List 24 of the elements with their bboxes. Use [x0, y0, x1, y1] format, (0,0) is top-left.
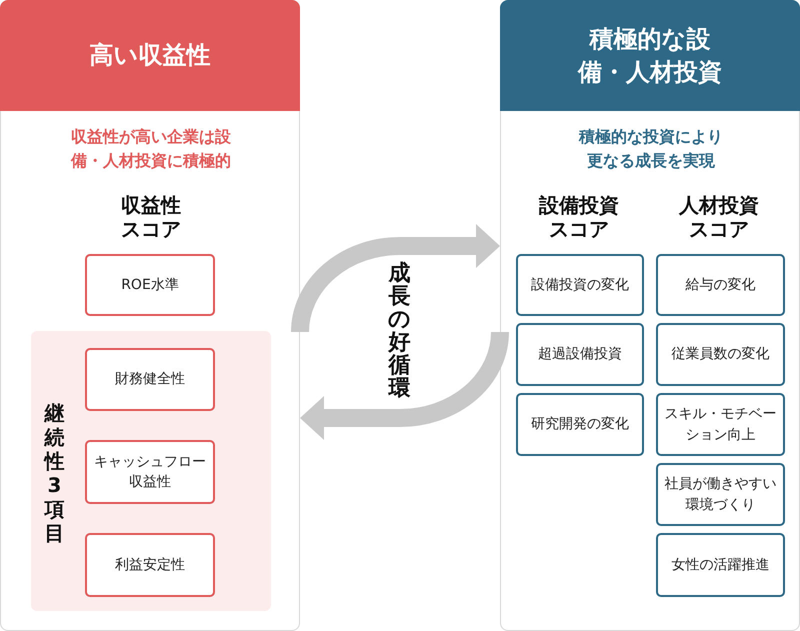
header-band: 高い収益性	[0, 0, 300, 111]
item-box: スキル・モチベーション向上	[656, 393, 785, 456]
item-box: キャッシュフロー収益性	[85, 440, 215, 504]
subtitle-text: 収益性が高い企業は設備・人材投資に積極的	[70, 126, 232, 172]
group-panel	[31, 331, 271, 611]
item-box: 超過設備投資	[516, 323, 644, 386]
group-label: 継続性3項目	[43, 401, 66, 545]
item-box: 従業員数の変化	[656, 323, 785, 386]
score-heading: 設備投資スコア	[538, 193, 620, 241]
item-box: 給与の変化	[656, 254, 785, 316]
item-box: ROE水準	[85, 254, 215, 316]
item-box: 利益安定性	[85, 533, 215, 597]
panel-card	[500, 0, 800, 631]
item-box: 設備投資の変化	[516, 254, 644, 316]
header-band: 積極的な設備・人材投資	[500, 0, 800, 111]
item-box: 財務健全性	[85, 348, 215, 411]
subtitle-text: 積極的な投資により更なる成長を実現	[578, 126, 724, 172]
panel-card	[0, 0, 300, 631]
item-box: 研究開発の変化	[516, 393, 644, 456]
item-box: 女性の活躍推進	[656, 533, 785, 597]
score-heading: 人材投資スコア	[678, 193, 760, 241]
score-heading: 収益性スコア	[120, 193, 182, 241]
cycle-label: 成長の好循環	[387, 262, 412, 401]
item-box: 社員が働きやすい環境づくり	[656, 463, 785, 526]
